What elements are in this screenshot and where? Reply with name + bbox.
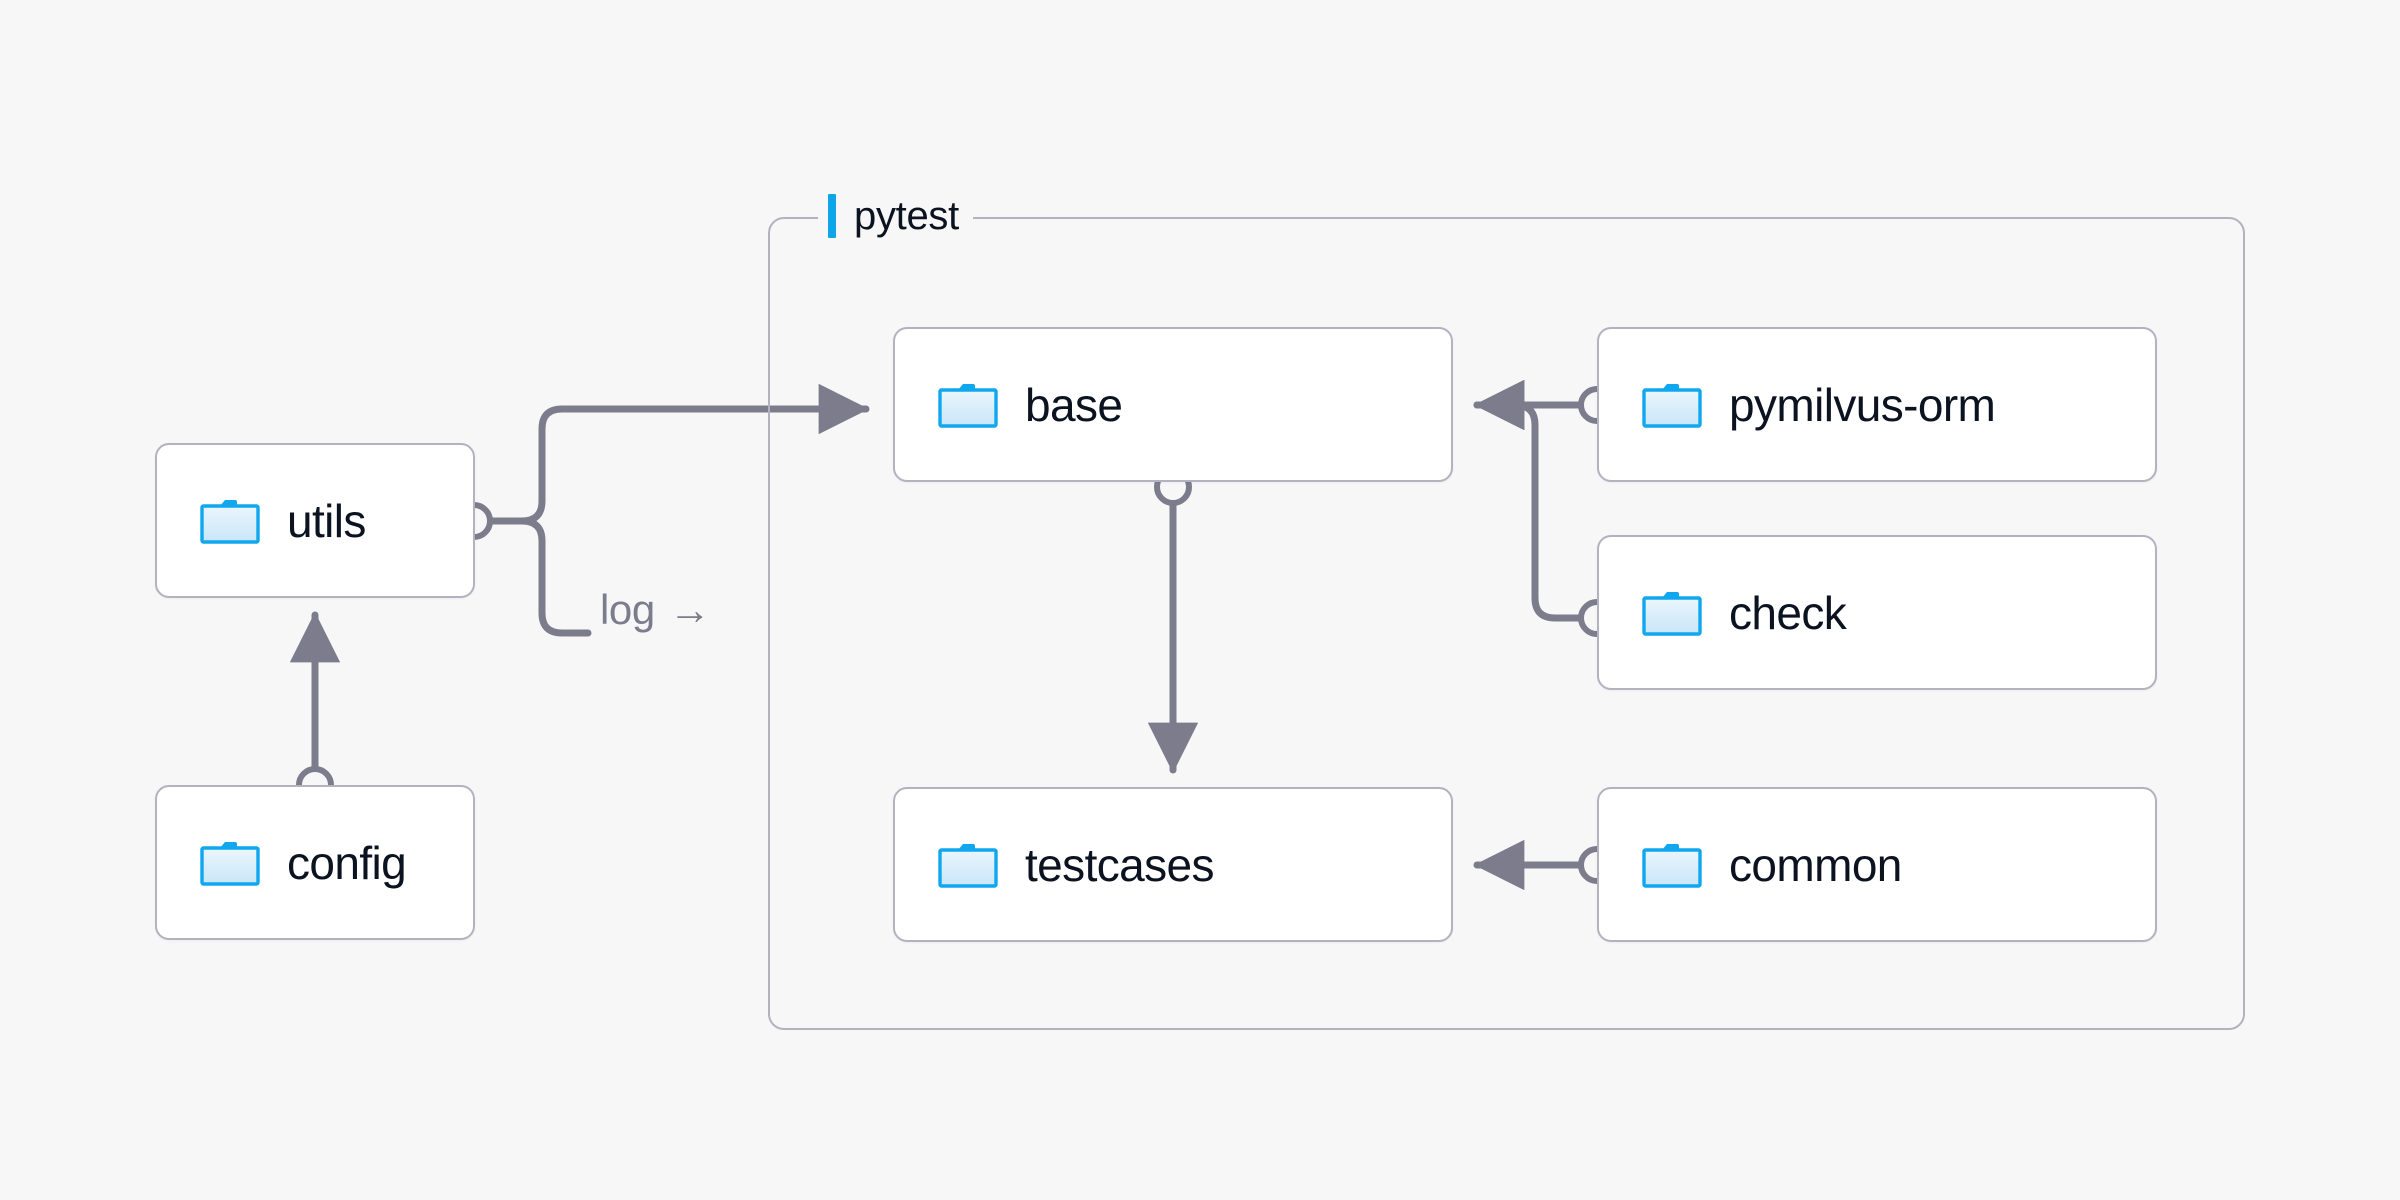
folder-icon <box>1641 587 1703 639</box>
folder-icon <box>937 379 999 431</box>
node-pymilvus-orm[interactable]: pymilvus-orm <box>1597 327 2157 482</box>
edge-label-text: log <box>600 586 655 633</box>
arrow-right-icon: → <box>668 586 711 633</box>
edge-utils-to-log <box>486 517 592 637</box>
folder-icon <box>199 495 261 547</box>
folder-icon <box>199 837 261 889</box>
node-label: config <box>287 836 407 889</box>
edge-label-log: log → <box>600 586 711 634</box>
node-label: common <box>1729 838 1902 891</box>
node-label: pymilvus-orm <box>1729 378 1996 431</box>
node-label: base <box>1025 378 1123 431</box>
node-common[interactable]: common <box>1597 787 2157 942</box>
group-title-pytest: pytest <box>818 193 973 238</box>
node-check[interactable]: check <box>1597 535 2157 690</box>
node-label: utils <box>287 494 366 547</box>
folder-icon <box>1641 379 1703 431</box>
node-label: check <box>1729 586 1847 639</box>
group-title-label: pytest <box>854 193 959 238</box>
group-container-pytest[interactable] <box>768 217 2245 1030</box>
node-testcases[interactable]: testcases <box>893 787 1453 942</box>
node-utils[interactable]: utils <box>155 443 475 598</box>
node-base[interactable]: base <box>893 327 1453 482</box>
folder-icon <box>1641 839 1703 891</box>
node-label: testcases <box>1025 838 1215 891</box>
accent-bar-icon <box>828 194 836 238</box>
folder-icon <box>937 839 999 891</box>
node-config[interactable]: config <box>155 785 475 940</box>
